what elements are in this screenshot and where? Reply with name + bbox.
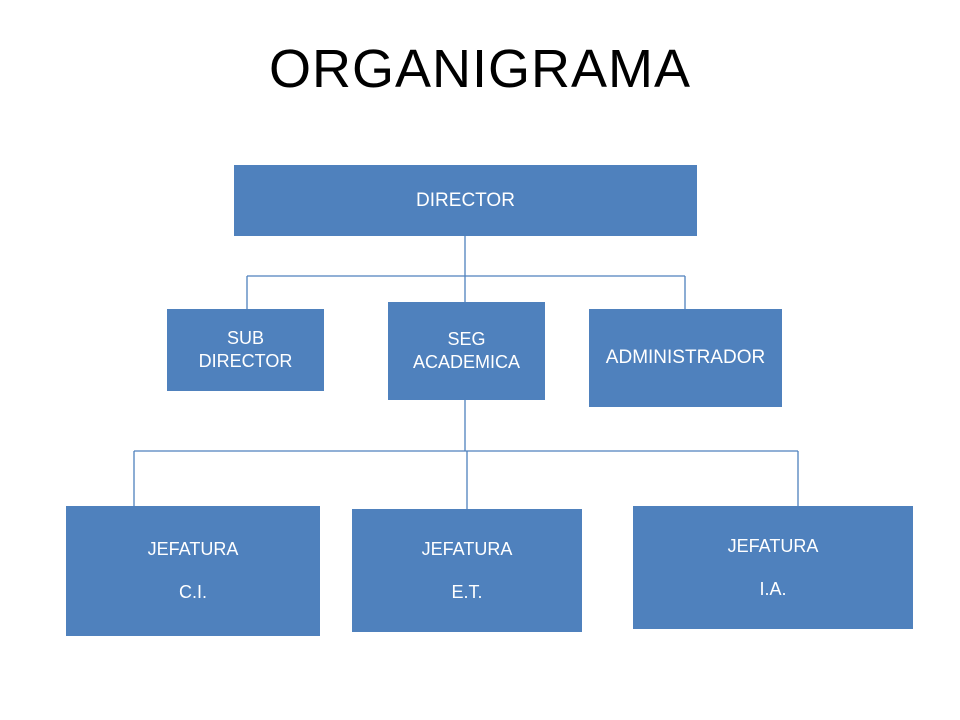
node-jefatura-et: JEFATURA E.T. xyxy=(352,509,582,632)
node-jefatura-ci-label-line2: C.I. xyxy=(178,582,207,602)
node-jefatura-ia: JEFATURA I.A. xyxy=(633,506,913,629)
node-jefatura-ci-label-line1: JEFATURA xyxy=(147,539,239,559)
slide-title: ORGANIGRAMA xyxy=(268,39,692,99)
node-director: DIRECTOR xyxy=(234,165,697,236)
node-administrador: ADMINISTRADOR xyxy=(589,309,782,407)
node-jefatura-ci: JEFATURA C.I. xyxy=(66,506,320,636)
node-jefatura-ia-label-line2: I.A. xyxy=(759,578,787,599)
node-administrador-label: ADMINISTRADOR xyxy=(605,347,766,368)
node-sub-director-label-line2: DIRECTOR xyxy=(198,351,293,371)
node-seg-academica-label-line2: ACADEMICA xyxy=(412,352,520,372)
node-director-label: DIRECTOR xyxy=(416,189,515,211)
node-jefatura-ia-label-line1: JEFATURA xyxy=(727,535,819,556)
node-seg-academica: SEG ACADEMICA xyxy=(388,302,545,400)
node-seg-academica-label-line1: SEG xyxy=(447,329,486,349)
node-sub-director: SUB DIRECTOR xyxy=(167,309,324,391)
node-sub-director-label-line1: SUB xyxy=(226,328,264,348)
node-jefatura-et-label-line2: E.T. xyxy=(451,581,483,602)
node-jefatura-et-label-line1: JEFATURA xyxy=(421,538,513,559)
